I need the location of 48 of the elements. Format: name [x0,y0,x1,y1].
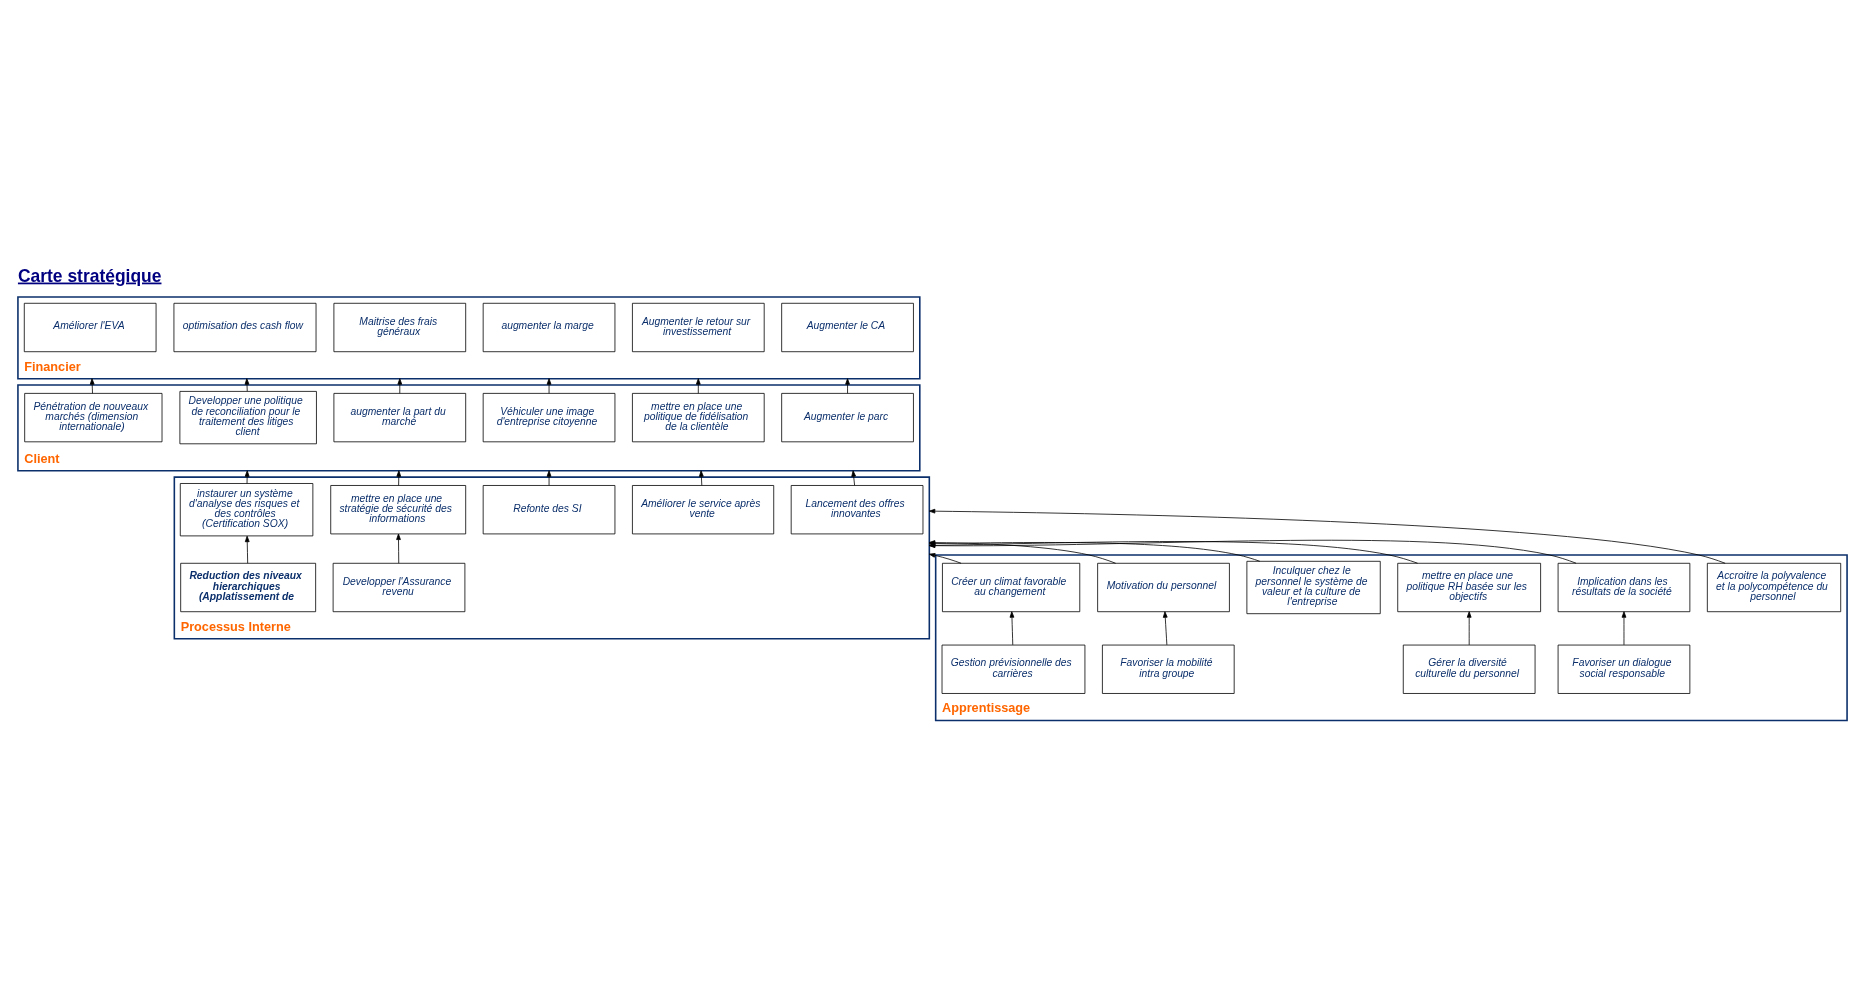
diagram-title: Carte stratégique [17,265,162,286]
arrow [1621,610,1627,645]
node-box: Inculquer chez le personnel le système de valeur et la culture de l'entreprise [1246,560,1381,614]
arrow [1009,610,1015,645]
node-box: mettre en place une stratégie de sécurité des informations [330,484,467,534]
node-box: Gestion prévisionnelle des carrières [941,644,1086,694]
arrow [244,377,250,392]
arrow [1162,610,1168,645]
arrow [244,469,250,484]
node-box: Améliorer l'EVA [23,302,157,352]
node-box: Lancement des offres innovantes [790,484,924,534]
node-box: Developper l'Assurance revenu [332,562,466,612]
arrow [89,377,95,394]
arrow [1466,610,1472,645]
node-box: augmenter la part du marché [333,392,467,442]
node-box: Implication dans les résultats de la société [1557,562,1691,612]
node-box: Augmenter le retour sur investissement [632,302,765,352]
node-box: Pénétration de nouveaux marchés (dimension internationale) [24,392,163,442]
node-box: Reduction des niveaux hierarchiques (Applatissement de [180,562,317,612]
node-box: Améliorer le service après vente [632,484,775,534]
node-box: Maitrise des frais généraux [333,302,467,352]
node-box: Gérer la diversité culturelle du personnel [1402,644,1536,694]
node-box: Refonte des SI [482,484,616,534]
node-box: Favoriser la mobilité intra groupe [1102,644,1235,694]
arrow [396,469,402,486]
node-box: Véhiculer une image d'entreprise citoyenne [482,392,616,442]
node-box: mettre en place une politique RH basée sur les objectifs [1397,562,1541,612]
arrow [546,377,552,394]
node-box: instaurer un système d'analyse des risques et des contrôles (Certification SOX) [179,482,314,536]
arrow [695,377,701,394]
node-box: Augmenter le parc [781,392,914,442]
arrow [396,533,401,564]
node-box: Developper une politique de reconciliation pour le traitement des litiges client [179,390,317,444]
arrow [244,535,250,564]
arrow [546,469,552,486]
node-box: Augmenter le CA [781,302,914,352]
node-box: Motivation du personnel [1097,562,1230,612]
node-box: optimisation des cash flow [173,302,317,352]
arrow [845,377,850,394]
node-box: augmenter la marge [482,302,616,352]
arrow [397,377,403,394]
node-box: Créer un climat favorable au changement [942,562,1081,612]
node-box: Favoriser un dialogue social responsable [1557,644,1691,694]
arrow [699,469,704,486]
node-box: mettre en place une politique de fidélisation de la clientèle [632,392,765,442]
arrow [928,552,962,564]
node-box: Accroitre la polyvalence et la polycompétence du personnel [1706,562,1842,612]
arrow [851,469,856,486]
